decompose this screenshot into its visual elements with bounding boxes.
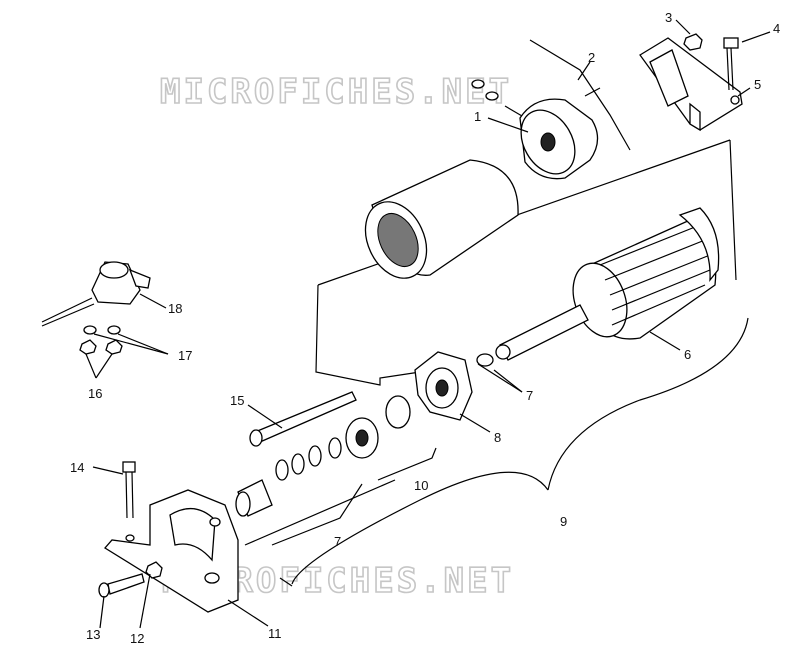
through-bolt-part-15 xyxy=(249,391,357,447)
callout-15: 15 xyxy=(230,393,244,408)
bolt-part-4 xyxy=(723,37,739,91)
callout-17: 17 xyxy=(178,348,192,363)
washers-part-17 xyxy=(83,325,121,335)
callout-3: 3 xyxy=(665,10,672,25)
callout-9: 9 xyxy=(560,514,567,529)
callout-1: 1 xyxy=(474,109,481,124)
callout-6: 6 xyxy=(684,347,691,362)
leader-lines xyxy=(85,19,771,629)
group-braces xyxy=(271,317,749,585)
callout-4: 4 xyxy=(773,21,780,36)
callout-7-washers: 7 xyxy=(526,388,533,403)
callout-8: 8 xyxy=(494,430,501,445)
drive-plate-part-8 xyxy=(414,351,494,421)
callout-18: 18 xyxy=(168,301,182,316)
callout-13: 13 xyxy=(86,627,100,642)
nut-part-3 xyxy=(683,33,703,51)
spacer-tube xyxy=(235,479,273,517)
end-cap-part-1 xyxy=(471,79,601,180)
bolt-part-14 xyxy=(122,461,136,519)
callout-11: 11 xyxy=(268,626,282,641)
callout-12: 12 xyxy=(130,631,144,646)
callout-5: 5 xyxy=(754,77,761,92)
bracket-part-5 xyxy=(639,37,743,132)
callout-10: 10 xyxy=(414,478,428,493)
bolt-part-13 xyxy=(98,573,145,598)
callout-14: 14 xyxy=(70,460,84,475)
mounting-bracket-part-11 xyxy=(104,489,239,613)
callout-16: 16 xyxy=(88,386,102,401)
nuts-part-16 xyxy=(79,339,123,355)
callout-labels: 1 2 3 4 5 6 7 7 8 9 10 11 12 13 14 15 16… xyxy=(70,10,780,646)
solenoid-part-18 xyxy=(41,261,151,327)
pinion-gear-part-10 xyxy=(275,395,411,481)
callout-7-spacer: 7 xyxy=(334,534,341,549)
callout-2: 2 xyxy=(588,50,595,65)
watermark-top: MICROFICHES.NET xyxy=(160,72,512,112)
motor-housing xyxy=(364,159,519,279)
armature-part-6 xyxy=(495,207,720,361)
